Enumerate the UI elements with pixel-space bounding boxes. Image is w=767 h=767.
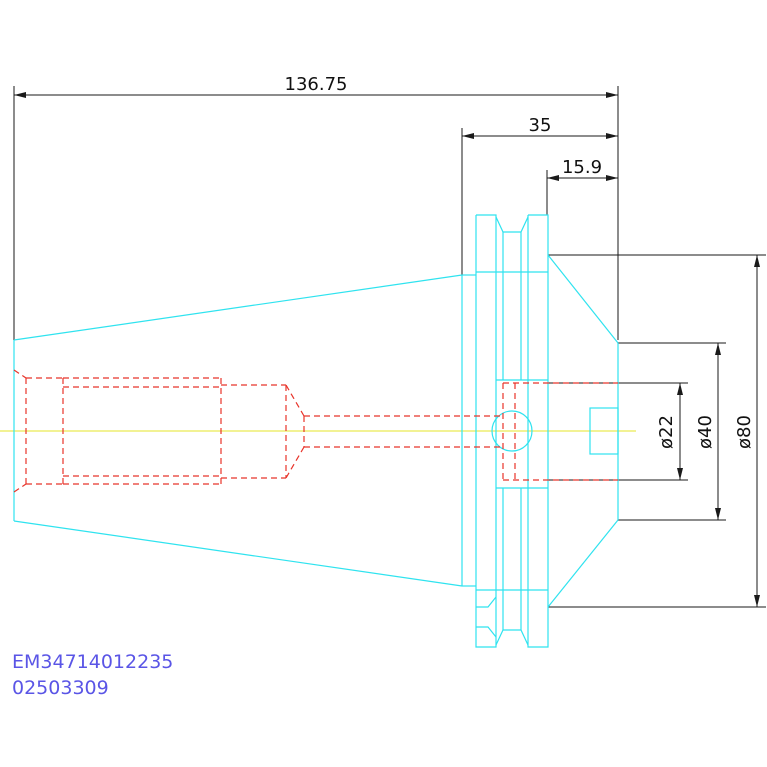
dim-groove-offset: 15.9 — [562, 157, 602, 178]
dim-flange-length: 35 — [529, 115, 552, 136]
dim-flange-diameter: ø80 — [734, 415, 755, 449]
dimension-lines — [13, 86, 766, 608]
part-code-line2: 02503309 — [12, 677, 109, 699]
tool-holder-outline — [13, 214, 619, 648]
dim-bore-diameter: ø22 — [656, 415, 677, 449]
dim-shoulder-diameter: ø40 — [695, 415, 716, 449]
dim-overall-length: 136.75 — [285, 74, 348, 95]
hidden-bore-lines — [13, 369, 618, 493]
part-code-line1: EM34714012235 — [12, 651, 173, 673]
